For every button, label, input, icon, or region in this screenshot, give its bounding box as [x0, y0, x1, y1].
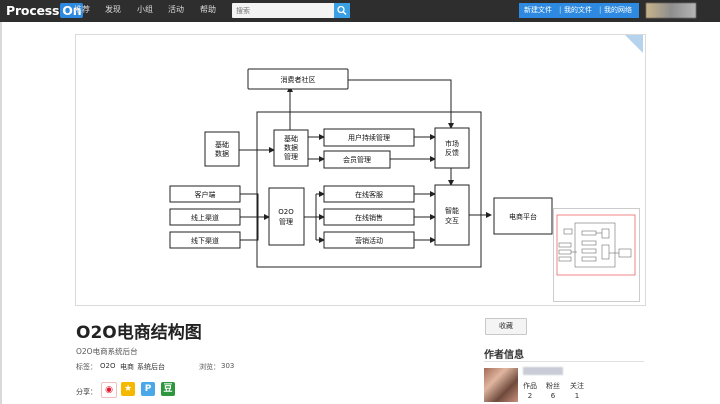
node-smart-label: 智能 — [445, 206, 459, 215]
node-online-channel-label: 线上渠道 — [191, 213, 219, 222]
search-button[interactable] — [334, 3, 350, 18]
diagram-svg: 消费者社区 基础 数据 基础 数据 管理 用户持续管理 会员管理 市场 反馈 客… — [169, 68, 553, 268]
stat-fans-value: 6 — [550, 392, 556, 400]
node-market-box — [434, 127, 470, 169]
diagram-minimap[interactable] — [553, 208, 640, 302]
node-basic-data-label: 基础 — [215, 140, 229, 149]
node-basic-mgmt-label: 基础 — [284, 134, 298, 143]
author-name-blurred[interactable] — [523, 367, 563, 375]
main-container-box — [256, 111, 482, 268]
pengyou-icon[interactable]: P — [141, 382, 155, 396]
stat-works-value: 2 — [527, 392, 533, 400]
user-links-group: 新建文件 | 我的文件 | 我的网络 — [519, 3, 639, 18]
stat-following-value: 1 — [574, 392, 580, 400]
views-label: 浏览： — [199, 363, 220, 371]
author-avatar[interactable] — [484, 368, 518, 402]
node-client-box — [169, 185, 241, 203]
diagram-subtitle: O2O电商系统后台 — [76, 347, 138, 356]
node-online-service-box — [323, 185, 415, 203]
node-offline-channel-label: 线下渠道 — [191, 236, 219, 245]
stat-fans: 粉丝 6 — [546, 381, 560, 400]
svg-text:管理: 管理 — [279, 217, 293, 226]
node-basic-data-box — [204, 131, 240, 167]
new-file-link[interactable]: 新建文件 — [524, 6, 552, 14]
nav-events[interactable]: 活动 — [168, 5, 184, 14]
search-input[interactable] — [232, 3, 340, 18]
nav-discover[interactable]: 发现 — [105, 5, 121, 14]
nav-groups[interactable]: 小组 — [137, 5, 153, 14]
favorite-button[interactable]: 收藏 — [485, 318, 527, 335]
tag-o2o[interactable]: O2O — [100, 362, 116, 370]
node-member-mgmt-box — [323, 150, 391, 169]
svg-text:管理: 管理 — [284, 152, 298, 161]
share-label: 分享： — [76, 388, 97, 396]
corner-fold — [625, 35, 643, 53]
weibo-icon[interactable]: ◉ — [101, 382, 117, 398]
logo-text: Process — [6, 3, 60, 18]
nav-help[interactable]: 帮助 — [200, 5, 216, 14]
svg-text:交互: 交互 — [445, 216, 459, 225]
node-online-service-label: 在线客服 — [355, 190, 383, 199]
views-count: 303 — [221, 362, 235, 370]
node-online-channel-box — [169, 208, 241, 226]
stat-fans-label: 粉丝 — [546, 382, 560, 390]
node-marketing-box — [323, 231, 415, 249]
divider — [484, 361, 644, 362]
qzone-icon[interactable]: ★ — [121, 382, 135, 396]
node-o2o-box — [268, 187, 305, 246]
stat-following: 关注 1 — [570, 381, 584, 400]
node-o2o-label: O2O — [278, 208, 294, 216]
my-files-link[interactable]: 我的文件 — [564, 6, 592, 14]
node-market-label: 市场 — [445, 139, 459, 148]
minimap-svg — [556, 214, 636, 276]
node-ecommerce-label: 电商平台 — [509, 212, 537, 221]
author-info-heading: 作者信息 — [484, 350, 524, 361]
tags-label: 标签： — [76, 363, 97, 371]
node-consumer-label: 消费者社区 — [281, 75, 316, 84]
logo-on-badge: On — [60, 3, 84, 18]
stat-following-label: 关注 — [570, 382, 584, 390]
search-box — [232, 3, 350, 18]
node-smart-box — [434, 184, 470, 246]
svg-text:数据: 数据 — [284, 143, 298, 152]
node-offline-channel-box — [169, 231, 241, 249]
svg-text:反馈: 反馈 — [445, 148, 459, 157]
diagram-preview[interactable]: 消费者社区 基础 数据 基础 数据 管理 用户持续管理 会员管理 市场 反馈 客… — [75, 34, 646, 306]
page-border — [0, 22, 2, 404]
node-marketing-label: 营销活动 — [355, 236, 383, 245]
svg-text:数据: 数据 — [215, 149, 229, 158]
stat-works: 作品 2 — [523, 381, 537, 400]
tag-backend[interactable]: 系统后台 — [137, 363, 165, 371]
diagram-title: O2O电商结构图 — [76, 323, 202, 343]
my-network-link[interactable]: 我的网络 — [604, 6, 632, 14]
nav-recommend[interactable]: 推荐 — [74, 5, 90, 14]
node-consumer-box — [247, 68, 349, 90]
search-icon — [337, 5, 347, 15]
douban-icon[interactable]: 豆 — [161, 382, 175, 396]
user-avatar-menu[interactable] — [646, 3, 696, 18]
node-user-mgmt-label: 用户持续管理 — [348, 133, 390, 142]
tag-ecommerce[interactable]: 电商 — [120, 363, 134, 371]
node-user-mgmt-box — [323, 128, 415, 147]
node-online-sales-label: 在线销售 — [355, 213, 383, 222]
separator: | — [559, 6, 562, 14]
stat-works-label: 作品 — [523, 382, 537, 390]
node-client-label: 客户端 — [195, 190, 216, 199]
separator: | — [599, 6, 602, 14]
node-member-mgmt-label: 会员管理 — [343, 155, 371, 164]
node-basic-mgmt-box — [273, 129, 309, 167]
node-online-sales-box — [323, 208, 415, 226]
node-ecommerce-box — [493, 197, 553, 235]
